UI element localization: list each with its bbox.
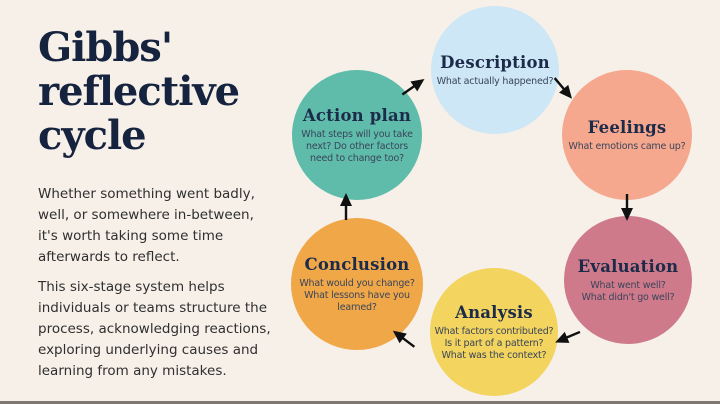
stage-conclusion: Conclusion What would you change? What l… <box>291 218 423 350</box>
arrow-icon-conclusion-to-action-plan <box>338 192 354 222</box>
stage-feelings: Feelings What emotions came up? <box>562 70 692 200</box>
stage-label: Feelings <box>587 117 667 137</box>
stage-label: Description <box>440 52 550 72</box>
bottom-edge-bar <box>0 401 720 404</box>
page-title: Gibbs' reflective cycle <box>38 24 240 159</box>
intro-paragraph-2: This six-stage system helps individuals … <box>38 279 271 379</box>
stage-question: What emotions came up? <box>568 140 686 152</box>
page-title-line: cycle <box>38 112 147 159</box>
page-title-line: Gibbs' <box>38 24 173 71</box>
stage-label: Analysis <box>455 302 533 322</box>
stage-analysis: Analysis What factors contributed? Is it… <box>430 268 558 396</box>
arrow-icon-analysis-to-conclusion <box>387 324 421 355</box>
stage-question: What factors contributed? Is it part of … <box>434 325 554 361</box>
stage-description: Description What actually happened? <box>431 6 559 134</box>
stage-question: What actually happened? <box>436 75 554 87</box>
stage-question: What would you change? What lessons have… <box>299 277 415 313</box>
arrow-icon-feelings-to-evaluation <box>619 192 635 222</box>
arrow-icon-action-plan-to-description <box>396 72 430 102</box>
arrow-icon-evaluation-to-analysis <box>551 324 585 350</box>
stage-label: Conclusion <box>304 254 410 274</box>
stage-question: What went well? What didn't go well? <box>581 279 675 303</box>
stage-action-plan: Action plan What steps will you take nex… <box>292 70 422 200</box>
intro-paragraph-1: Whether something went badly, well, or s… <box>38 186 255 265</box>
stage-question: What steps will you take next? Do other … <box>301 128 413 164</box>
page-title-line: reflective <box>38 68 240 115</box>
stage-label: Action plan <box>302 105 412 125</box>
stage-label: Evaluation <box>577 256 679 276</box>
stage-evaluation: Evaluation What went well? What didn't g… <box>564 216 692 344</box>
arrow-icon-description-to-feelings <box>547 71 579 104</box>
